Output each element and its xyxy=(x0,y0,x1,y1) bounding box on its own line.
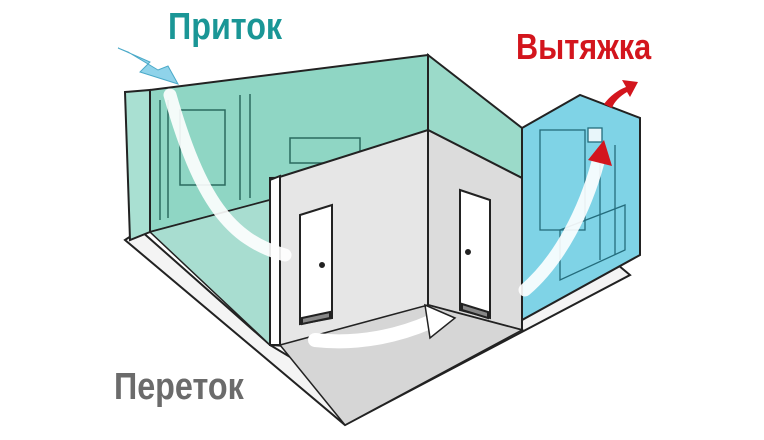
bathroom-fixtures xyxy=(539,127,626,282)
bedroom-left-wall xyxy=(123,88,151,242)
supply-flow-arrow xyxy=(163,88,292,262)
transfer-arrow-head xyxy=(424,303,457,340)
transfer-arrow xyxy=(308,315,437,349)
hallway-front-wall xyxy=(269,174,281,346)
exhaust-arrow-icon xyxy=(604,80,638,108)
exhaust-label: Вытяжка xyxy=(516,26,652,67)
door-left xyxy=(299,203,333,326)
door-right xyxy=(459,188,491,320)
bathroom-flow-arrow-head xyxy=(588,140,612,166)
supply-label: Приток xyxy=(168,6,283,48)
transfer-label: Переток xyxy=(114,366,244,408)
bathroom-flow-arrow xyxy=(518,155,605,297)
supply-arrow-icon xyxy=(117,47,180,85)
